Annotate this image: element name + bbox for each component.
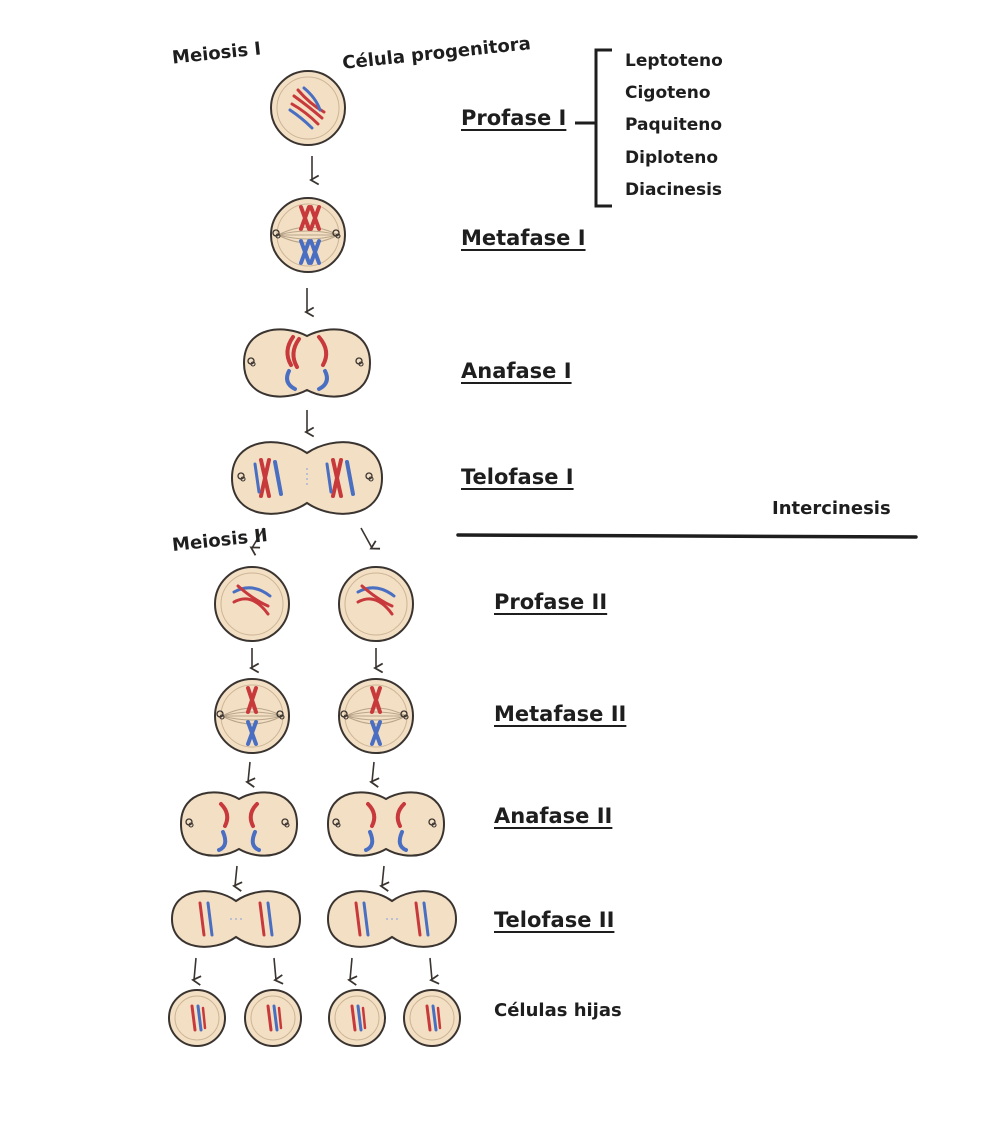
arrow-anafase2-telofase2-left <box>232 865 243 892</box>
metafase-2-label: Metafase II <box>494 702 627 726</box>
daughter-cells-label: Células hijas <box>494 1000 622 1021</box>
cell-profase-1 <box>270 70 346 146</box>
telofase-1-label: Telofase I <box>461 465 574 489</box>
cell-telofase-2-left <box>170 890 302 948</box>
arrow-metafase2-anafase2-left <box>245 761 256 788</box>
arrow-telofase2-daughter-b-right <box>429 957 440 985</box>
intercinesis-divider <box>456 533 918 539</box>
substage-leptoteno: Leptoteno <box>625 51 723 71</box>
metafase-1-label: Metafase I <box>461 226 586 250</box>
arrow-metafase2-anafase2-right <box>369 761 380 788</box>
anafase-2-label: Anafase II <box>494 804 613 828</box>
daughter-cell-2 <box>244 989 302 1047</box>
substage-diacinesis: Diacinesis <box>625 180 723 200</box>
daughter-cell-3 <box>328 989 386 1047</box>
daughter-cell-1 <box>168 989 226 1047</box>
arrow-telofase2-daughter-a-left <box>191 957 202 986</box>
cell-profase-2-left <box>214 566 290 642</box>
arrow-telofase1-right-branch <box>360 527 381 550</box>
cell-metafase-2-left <box>214 678 290 754</box>
cell-anafase-2-left <box>179 791 299 857</box>
intercinesis-label: Intercinesis <box>772 498 891 519</box>
substage-paquiteno: Paquiteno <box>625 115 723 135</box>
profase-1-label: Profase I <box>461 106 567 130</box>
telofase-2-label: Telofase II <box>494 908 615 932</box>
anafase-1-label: Anafase I <box>461 359 572 383</box>
cell-telofase-1 <box>230 441 384 515</box>
cell-metafase-1 <box>270 197 346 273</box>
substage-diploteno: Diploteno <box>625 148 719 168</box>
arrow-telofase2-daughter-a-right <box>347 957 358 986</box>
cell-anafase-2-right <box>326 791 446 857</box>
arrow-anafase2-telofase2-right <box>379 865 390 892</box>
daughter-cell-4 <box>403 989 461 1047</box>
substage-bracket <box>594 48 612 208</box>
cell-metafase-2-right <box>338 678 414 754</box>
arrow-telofase2-daughter-b-left <box>273 957 284 985</box>
cell-anafase-1 <box>242 328 372 398</box>
cell-profase-2-right <box>338 566 414 642</box>
arrow-telofase1-left-branch <box>249 527 265 556</box>
profase-2-label: Profase II <box>494 590 608 614</box>
substage-cigoteno: Cigoteno <box>625 83 711 103</box>
cell-telofase-2-right <box>326 890 458 948</box>
